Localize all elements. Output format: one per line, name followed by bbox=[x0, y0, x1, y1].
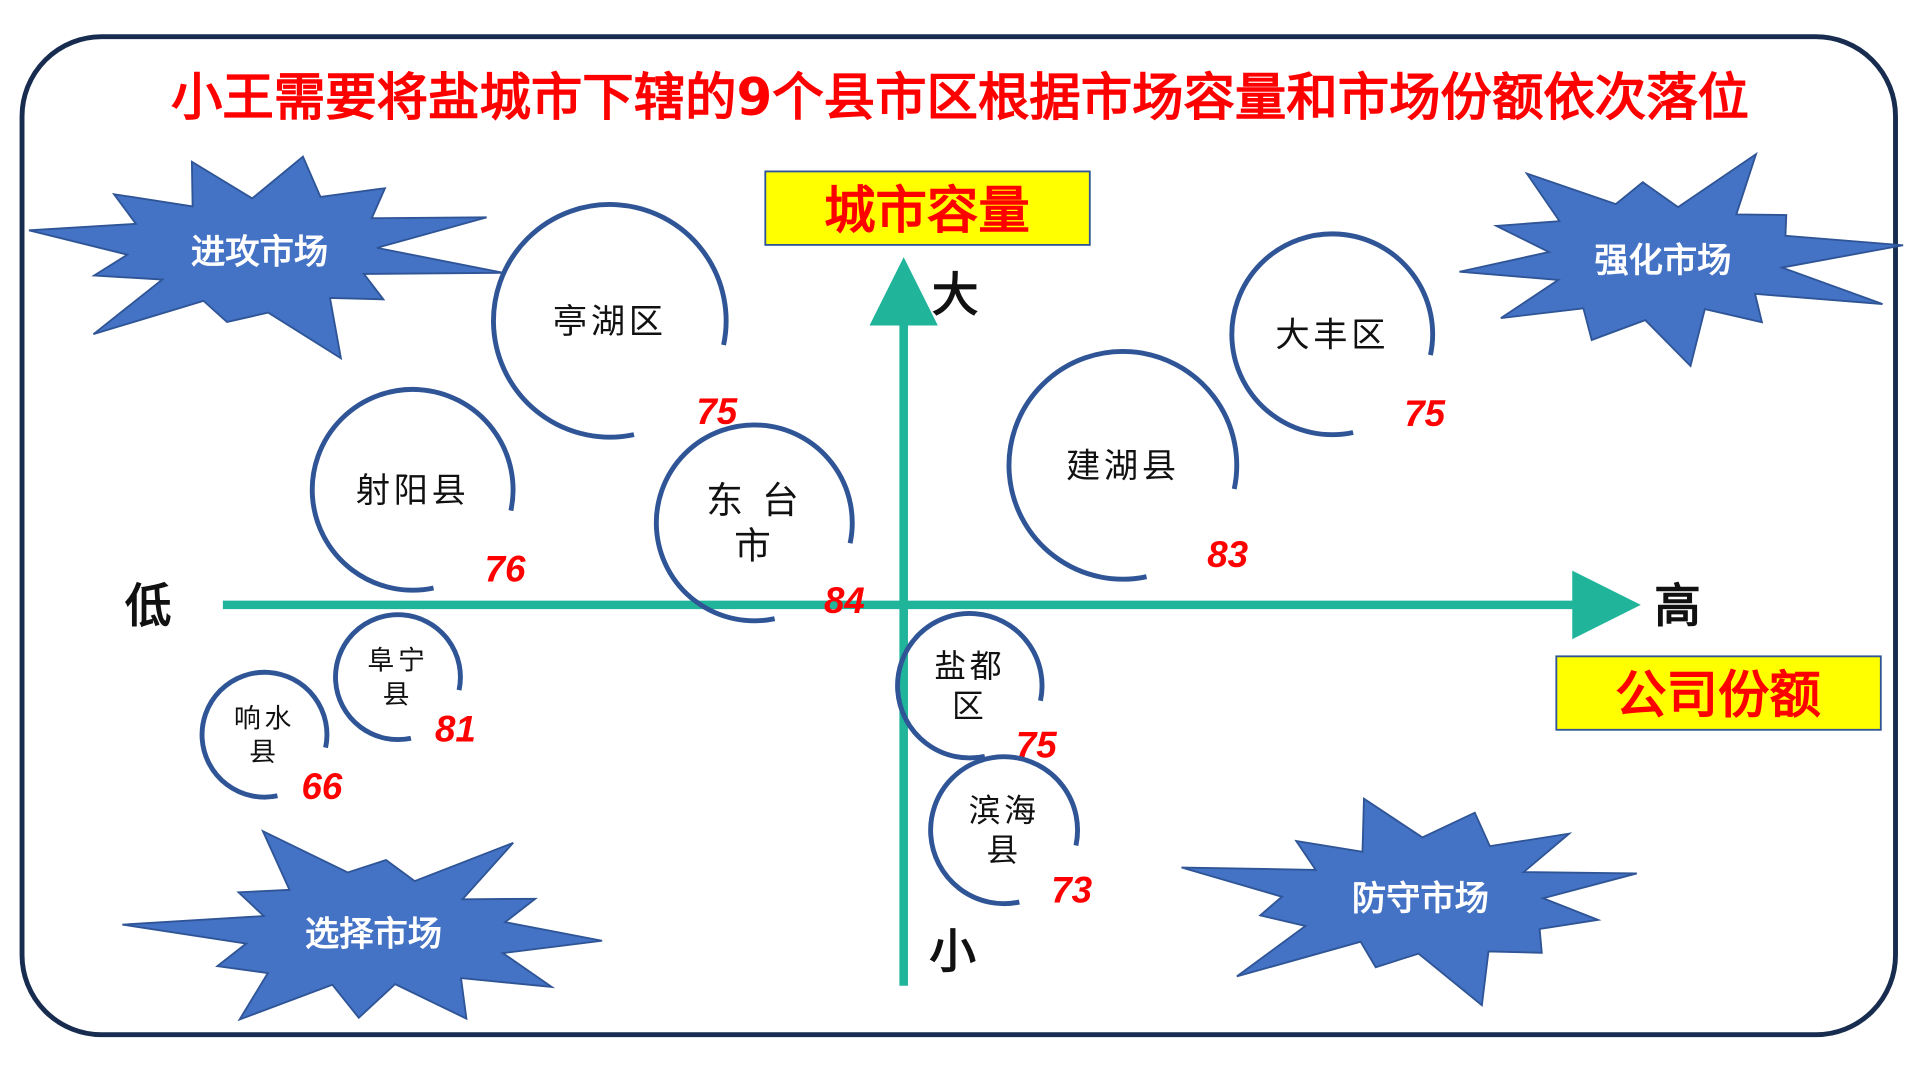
quadrant-label: 进攻市场 bbox=[191, 232, 328, 272]
region-bubble: 射阳县 76 bbox=[309, 387, 526, 593]
region-value: 73 bbox=[1051, 870, 1092, 911]
region-name: 亭湖区 bbox=[553, 302, 667, 342]
attack-market-burst bbox=[28, 155, 504, 361]
region-circle bbox=[1006, 348, 1240, 582]
region-circle bbox=[1229, 231, 1436, 438]
region-bubble: 建湖县 83 bbox=[1006, 348, 1249, 582]
region-name: 县 bbox=[986, 831, 1022, 869]
strengthen-market-burst bbox=[1459, 151, 1904, 368]
x-axis-low-label: 低 bbox=[125, 579, 172, 633]
region-name: 射阳县 bbox=[356, 471, 470, 511]
region-circle bbox=[928, 754, 1080, 907]
x-axis-title: 公司份额 bbox=[1615, 666, 1821, 726]
y-axis-title-box bbox=[764, 170, 1091, 246]
region-name: 滨海 bbox=[969, 791, 1040, 829]
y-axis-high-label: 大 bbox=[932, 268, 979, 322]
x-axis-high-label: 高 bbox=[1654, 579, 1701, 633]
region-name: 建湖县 bbox=[1066, 446, 1180, 486]
region-circle bbox=[895, 611, 1045, 761]
region-value: 81 bbox=[435, 709, 476, 750]
region-circle bbox=[653, 422, 855, 624]
region-value: 75 bbox=[1404, 393, 1445, 434]
y-axis-title: 城市容量 bbox=[824, 181, 1030, 241]
region-value: 84 bbox=[824, 580, 865, 621]
quadrant-label: 选择市场 bbox=[305, 914, 442, 954]
region-value: 66 bbox=[302, 766, 343, 807]
region-name: 区 bbox=[952, 687, 988, 725]
region-name: 县 bbox=[249, 737, 280, 768]
region-bubble: 响水县 66 bbox=[199, 669, 343, 807]
quadrant-label: 强化市场 bbox=[1594, 241, 1731, 281]
defend-market-burst bbox=[1181, 797, 1638, 1007]
region-circle bbox=[333, 612, 463, 743]
region-value: 76 bbox=[485, 549, 526, 590]
region-circle bbox=[491, 202, 729, 440]
quadrant-label: 防守市场 bbox=[1352, 879, 1489, 919]
region-name: 响水 bbox=[234, 703, 295, 734]
x-axis-title-box bbox=[1555, 655, 1882, 731]
region-circle bbox=[199, 669, 330, 800]
frame bbox=[19, 34, 1898, 1038]
region-name: 阜宁 bbox=[367, 646, 428, 677]
region-name: 市 bbox=[734, 525, 774, 568]
region-name: 县 bbox=[383, 679, 414, 710]
region-bubble: 滨海县 73 bbox=[928, 754, 1093, 911]
region-bubble: 阜宁县 81 bbox=[333, 612, 476, 750]
region-bubble: 大丰区 75 bbox=[1229, 231, 1446, 438]
page-title: 小王需要将盐城市下辖的9个县市区根据市场容量和市场份额依次落位 bbox=[171, 68, 1749, 128]
region-name: 东 台 bbox=[706, 479, 802, 522]
y-axis-low-label: 小 bbox=[929, 924, 976, 978]
region-name: 盐都 bbox=[934, 647, 1005, 685]
region-bubble: 东 台市 84 bbox=[653, 422, 865, 624]
region-name: 大丰区 bbox=[1275, 315, 1389, 355]
region-circle bbox=[309, 387, 516, 593]
region-value: 83 bbox=[1207, 534, 1248, 575]
select-market-burst bbox=[122, 829, 603, 1022]
